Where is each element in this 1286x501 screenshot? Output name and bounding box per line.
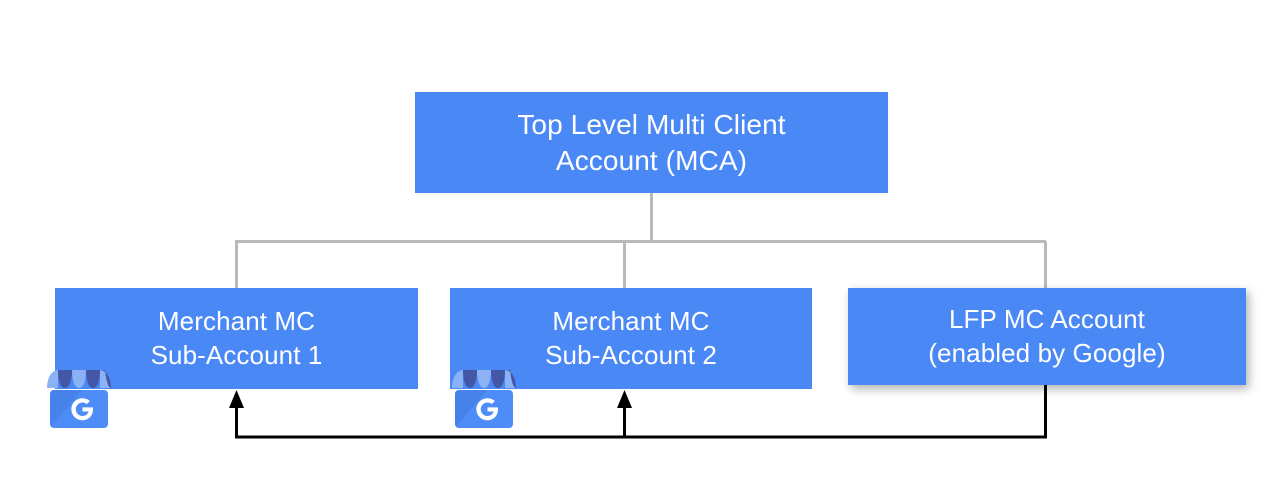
node-merchant-mc-sub-account-1[interactable]: Merchant MC Sub-Account 1 [55, 288, 418, 389]
node-lfp-mc-account-label: LFP MC Account (enabled by Google) [928, 304, 1166, 368]
google-business-profile-icon [47, 370, 111, 428]
node-merchant-mc-sub-account-1-label: Merchant MC Sub-Account 1 [150, 306, 323, 370]
node-top-level-mca[interactable]: Top Level Multi Client Account (MCA) [415, 92, 888, 193]
feedback-line-to-sub1 [235, 385, 1047, 439]
node-lfp-mc-account[interactable]: LFP MC Account (enabled by Google) [848, 288, 1246, 385]
arrowhead-into-sub-account-2 [617, 390, 632, 408]
google-business-profile-icon [452, 370, 516, 428]
node-top-level-mca-label: Top Level Multi Client Account (MCA) [517, 108, 786, 176]
arrowhead-into-sub-account-1 [229, 390, 244, 408]
node-merchant-mc-sub-account-2-label: Merchant MC Sub-Account 2 [545, 306, 717, 370]
google-g-letter [71, 398, 94, 421]
node-merchant-mc-sub-account-2[interactable]: Merchant MC Sub-Account 2 [450, 288, 812, 389]
